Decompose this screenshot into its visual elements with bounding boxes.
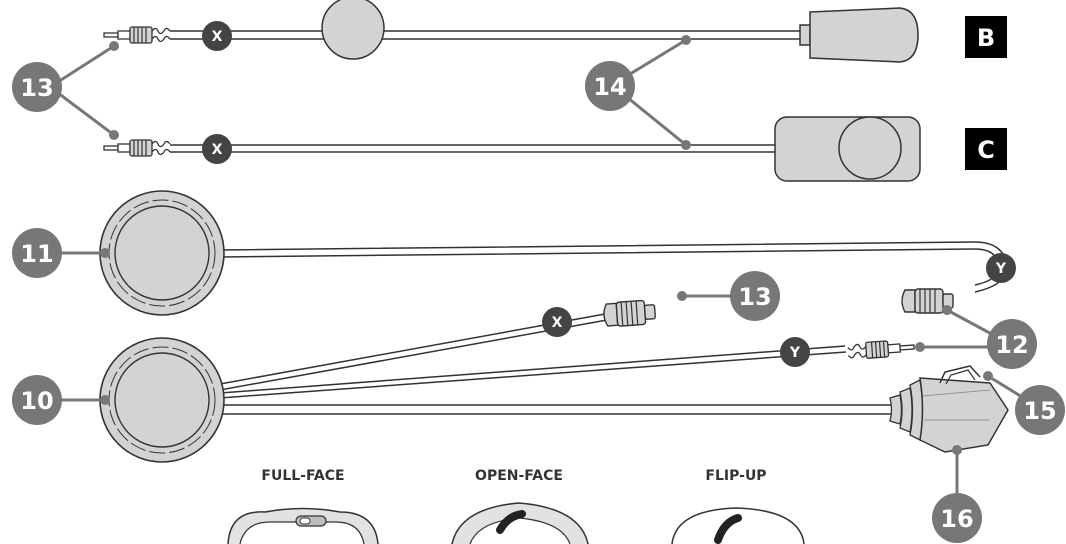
- joint-badge-x: X: [202, 21, 232, 51]
- boom-microphone-foam: [809, 7, 919, 63]
- helmet-type-full-face: FULL-FACE: [261, 468, 344, 484]
- speaker-11: [99, 190, 225, 316]
- callout-dots: [100, 35, 993, 455]
- socket-13: [602, 298, 657, 328]
- speaker-10-assembly: [99, 298, 1009, 463]
- speaker-11-assembly: [99, 190, 1008, 316]
- clip-15: [939, 365, 981, 384]
- joint-label: X: [212, 142, 223, 158]
- callout-13: 13: [12, 62, 62, 112]
- callout-number: 14: [593, 73, 626, 101]
- joint-badge-y: Y: [986, 253, 1016, 283]
- wired-mic-capsule: [838, 116, 902, 180]
- jack-plug-icon: [103, 139, 171, 157]
- variant-label-b: B: [965, 16, 1007, 58]
- variant-label-c: C: [965, 128, 1007, 170]
- callout-number: 10: [20, 387, 53, 415]
- callout-13: 13: [730, 271, 780, 321]
- callout-14: 14: [585, 61, 635, 111]
- joint-label: X: [552, 315, 563, 331]
- callout-number: 15: [1023, 397, 1056, 425]
- helmet-type-flip-up: FLIP-UP: [705, 468, 766, 484]
- callout-number: 12: [995, 331, 1028, 359]
- callout-16: 16: [932, 493, 982, 543]
- callout-12: 12: [987, 319, 1037, 369]
- boom-mount-disc: [321, 0, 385, 60]
- joint-badges: X X X Y Y: [202, 21, 1016, 367]
- jack-plug-icon: [846, 338, 916, 361]
- variant-letter: C: [977, 136, 995, 164]
- joint-label: Y: [995, 261, 1007, 277]
- callout-number: 16: [940, 505, 973, 533]
- joint-badge-x: X: [542, 307, 572, 337]
- joint-badge-x: X: [202, 134, 232, 164]
- callout-number: 13: [738, 283, 771, 311]
- speaker-10: [99, 337, 225, 463]
- callout-15: 15: [1015, 385, 1065, 435]
- callout-11: 11: [12, 228, 62, 278]
- flip-up-helmet-illustration: [671, 507, 805, 544]
- callout-number: 13: [20, 74, 53, 102]
- open-face-helmet-illustration: [451, 502, 589, 544]
- full-face-helmet-illustration: [227, 507, 379, 544]
- joint-badge-y: Y: [780, 337, 810, 367]
- boom-microphone-cable: [103, 0, 919, 63]
- joint-label: X: [212, 29, 223, 45]
- callout-number: 11: [20, 240, 53, 268]
- jack-plug-icon: [103, 26, 171, 44]
- joint-label: Y: [789, 345, 801, 361]
- mic-base-16: [889, 365, 1009, 453]
- variant-letter: B: [977, 24, 995, 52]
- wired-microphone-cable: [103, 116, 921, 182]
- callout-10: 10: [12, 375, 62, 425]
- helmet-type-open-face: OPEN-FACE: [475, 468, 563, 484]
